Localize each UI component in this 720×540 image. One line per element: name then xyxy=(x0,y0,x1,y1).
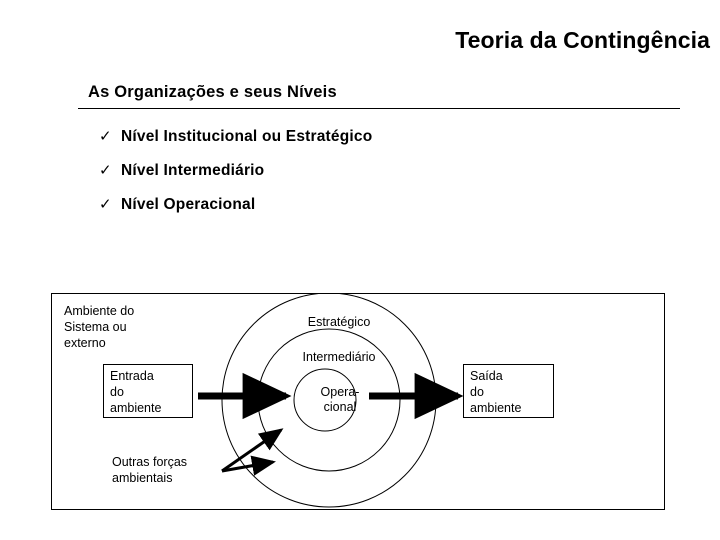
other-forces-caption: Outras forças ambientais xyxy=(112,455,188,485)
other-forces-arrow-upper xyxy=(221,428,284,473)
section-subtitle: As Organizações e seus Níveis xyxy=(88,83,337,101)
circle-inner-operational xyxy=(293,368,357,432)
list-item-label: Nível Intermediário xyxy=(121,162,265,179)
checkmark-icon: ✓ xyxy=(99,196,112,213)
checkmark-icon: ✓ xyxy=(99,128,112,145)
circle-label-operational: Opera- cional xyxy=(320,385,360,414)
environment-caption: Ambiente do Sistema ou externo xyxy=(64,304,135,350)
list-item-label: Nível Institucional ou Estratégico xyxy=(121,128,373,145)
checkmark-icon: ✓ xyxy=(99,162,112,179)
output-box xyxy=(463,364,554,418)
circle-label-intermediate: Intermediário xyxy=(302,350,376,364)
page-title: Teoria da Contingência xyxy=(455,27,710,53)
list-item: ✓ Nível Institucional ou Estratégico xyxy=(99,128,559,162)
input-box xyxy=(103,364,193,418)
list-item: ✓ Nível Operacional xyxy=(99,196,559,230)
input-box-label: Entrada do ambiente xyxy=(110,369,162,415)
organization-levels-diagram: Ambiente do Sistema ou externo Entrada d… xyxy=(51,293,665,510)
diagram-graphics xyxy=(198,294,464,508)
other-forces-arrow-lower xyxy=(221,455,276,476)
list-item-label: Nível Operacional xyxy=(121,196,256,213)
list-item: ✓ Nível Intermediário xyxy=(99,162,559,196)
output-box-label: Saída do ambiente xyxy=(470,369,522,415)
subtitle-divider xyxy=(78,108,680,109)
bullet-list: ✓ Nível Institucional ou Estratégico ✓ N… xyxy=(99,128,559,230)
circle-label-strategic: Estratégico xyxy=(307,315,371,329)
